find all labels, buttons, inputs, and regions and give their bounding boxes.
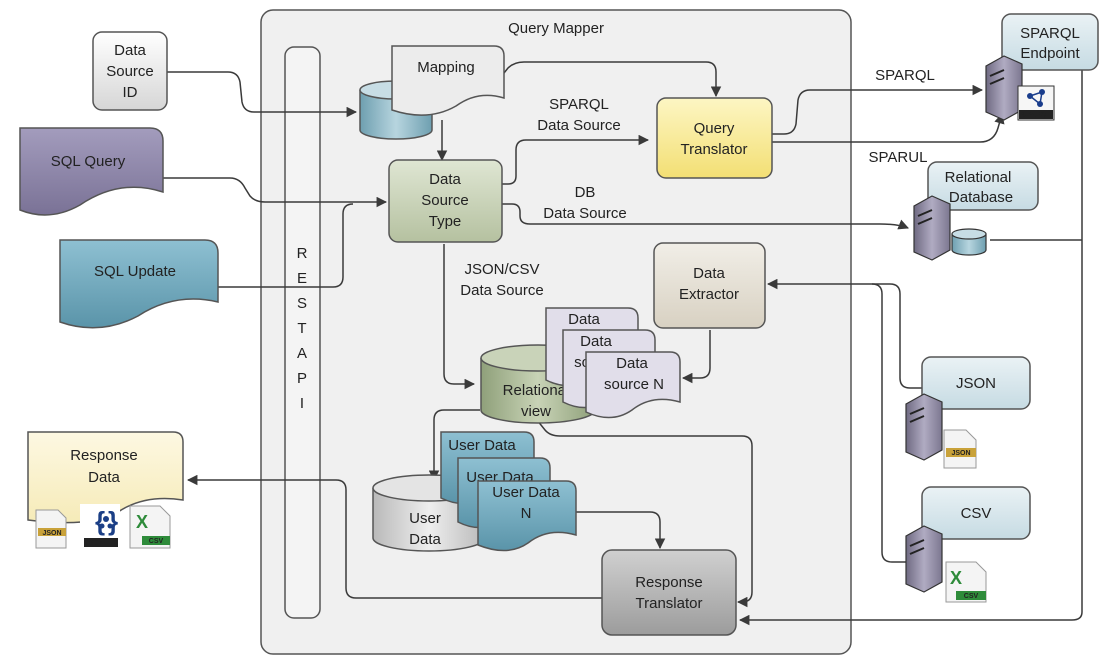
svg-text:DB: DB — [575, 184, 596, 201]
jsonld-icon: { } JSON-LD — [80, 504, 120, 548]
csv-source-node: CSV — [921, 486, 1031, 540]
svg-text:Data: Data — [616, 355, 648, 372]
svg-text:Response: Response — [70, 447, 138, 464]
relational-database-node: Relational Database — [927, 161, 1039, 211]
svg-text:Source: Source — [421, 192, 469, 209]
svg-text:S: S — [297, 295, 307, 312]
sql-update-node: SQL Update — [59, 239, 219, 329]
svg-text:User: User — [409, 510, 441, 527]
svg-text:SQL Query: SQL Query — [51, 153, 126, 170]
svg-text:A: A — [297, 345, 307, 362]
svg-text:Query: Query — [694, 120, 735, 137]
sql-query-node: SQL Query — [19, 127, 164, 216]
sparql-endpoint-node: SPARQL Endpoint — [1001, 13, 1099, 71]
svg-text:Database: Database — [949, 189, 1013, 206]
svg-text:User Data: User Data — [492, 484, 560, 501]
data-extractor-node: Data Extractor — [653, 242, 766, 329]
edges — [163, 39, 1083, 626]
svg-text:CSV: CSV — [961, 505, 992, 522]
svg-text:Type: Type — [429, 213, 462, 230]
svg-text:Data: Data — [580, 333, 612, 350]
svg-text:E: E — [297, 270, 307, 287]
svg-text:Data Source: Data Source — [460, 282, 543, 299]
response-data-node: Response Data — [27, 431, 184, 524]
database-server-icon — [913, 195, 987, 261]
query-translator-node: Query Translator — [656, 97, 773, 179]
svg-text:Source: Source — [106, 63, 154, 80]
svg-text:Data: Data — [429, 171, 461, 188]
svg-text:Data: Data — [409, 531, 441, 548]
svg-text:JSON: JSON — [956, 375, 996, 392]
sparql-server-icon — [985, 55, 1023, 121]
svg-text:JSON/CSV: JSON/CSV — [464, 261, 539, 278]
svg-text:X: X — [136, 512, 148, 532]
svg-text:I: I — [300, 395, 304, 412]
query-mapper-title: Query Mapper — [508, 20, 604, 37]
svg-text:CSV: CSV — [149, 538, 164, 545]
svg-text:JSON: JSON — [42, 530, 61, 537]
svg-text:SQL Update: SQL Update — [94, 263, 176, 280]
svg-text:Data: Data — [114, 42, 146, 59]
svg-text:Translator: Translator — [681, 141, 748, 158]
svg-text:JSON-LD: JSON-LD — [86, 540, 117, 547]
user-data-documents: User Data User Data User Data N — [440, 431, 577, 552]
json-source-node: JSON — [921, 356, 1031, 410]
svg-text:Translator: Translator — [636, 595, 703, 612]
csv-server-icon: X CSV — [905, 525, 987, 603]
svg-text:}: } — [108, 506, 118, 536]
svg-text:SPARQL: SPARQL — [1022, 112, 1051, 119]
svg-text:Data Source: Data Source — [537, 117, 620, 134]
csv-file-icon: X CSV — [129, 505, 171, 549]
svg-text:N: N — [521, 505, 532, 522]
svg-text:Response: Response — [635, 574, 703, 591]
svg-text:source N: source N — [604, 376, 664, 393]
edge-labels: SPARQL Data Source DB Data Source JSON/C… — [460, 67, 935, 299]
rest-api-bar: R E S T A P I — [284, 46, 321, 619]
data-source-documents: Data Data so Data source N — [545, 307, 681, 419]
svg-text:view: view — [521, 403, 551, 420]
svg-text:CSV: CSV — [964, 593, 979, 600]
svg-text:Extractor: Extractor — [679, 286, 739, 303]
sparql-badge-icon: SPARQL — [1017, 85, 1055, 121]
svg-text:SPARQL: SPARQL — [1020, 25, 1080, 42]
data-source-id-node: Data Source ID — [92, 31, 168, 111]
svg-text:SPARQL: SPARQL — [549, 96, 609, 113]
svg-text:X: X — [950, 568, 962, 588]
svg-text:ID: ID — [123, 84, 138, 101]
svg-text:SPARQL: SPARQL — [875, 67, 935, 84]
svg-text:T: T — [297, 320, 306, 337]
svg-text:{: { — [95, 506, 105, 536]
svg-text:Mapping: Mapping — [417, 59, 475, 76]
svg-text:Data: Data — [568, 311, 600, 328]
json-file-icon: JSON — [35, 509, 67, 549]
svg-text:P: P — [297, 370, 307, 387]
svg-text:Relational: Relational — [503, 382, 570, 399]
mapping-node: Mapping — [359, 45, 505, 140]
svg-text:Endpoint: Endpoint — [1020, 45, 1080, 62]
response-translator-node: Response Translator — [601, 549, 737, 636]
json-server-icon: JSON — [905, 393, 977, 469]
data-source-type-node: Data Source Type — [388, 159, 503, 243]
svg-text:Relational: Relational — [945, 169, 1012, 186]
svg-text:R: R — [297, 245, 308, 262]
svg-text:Data: Data — [693, 265, 725, 282]
svg-text:JSON: JSON — [951, 450, 970, 457]
svg-text:User Data: User Data — [448, 437, 516, 454]
svg-text:Data Source: Data Source — [543, 205, 626, 222]
svg-text:SPARUL: SPARUL — [869, 149, 928, 166]
svg-text:Data: Data — [88, 469, 120, 486]
